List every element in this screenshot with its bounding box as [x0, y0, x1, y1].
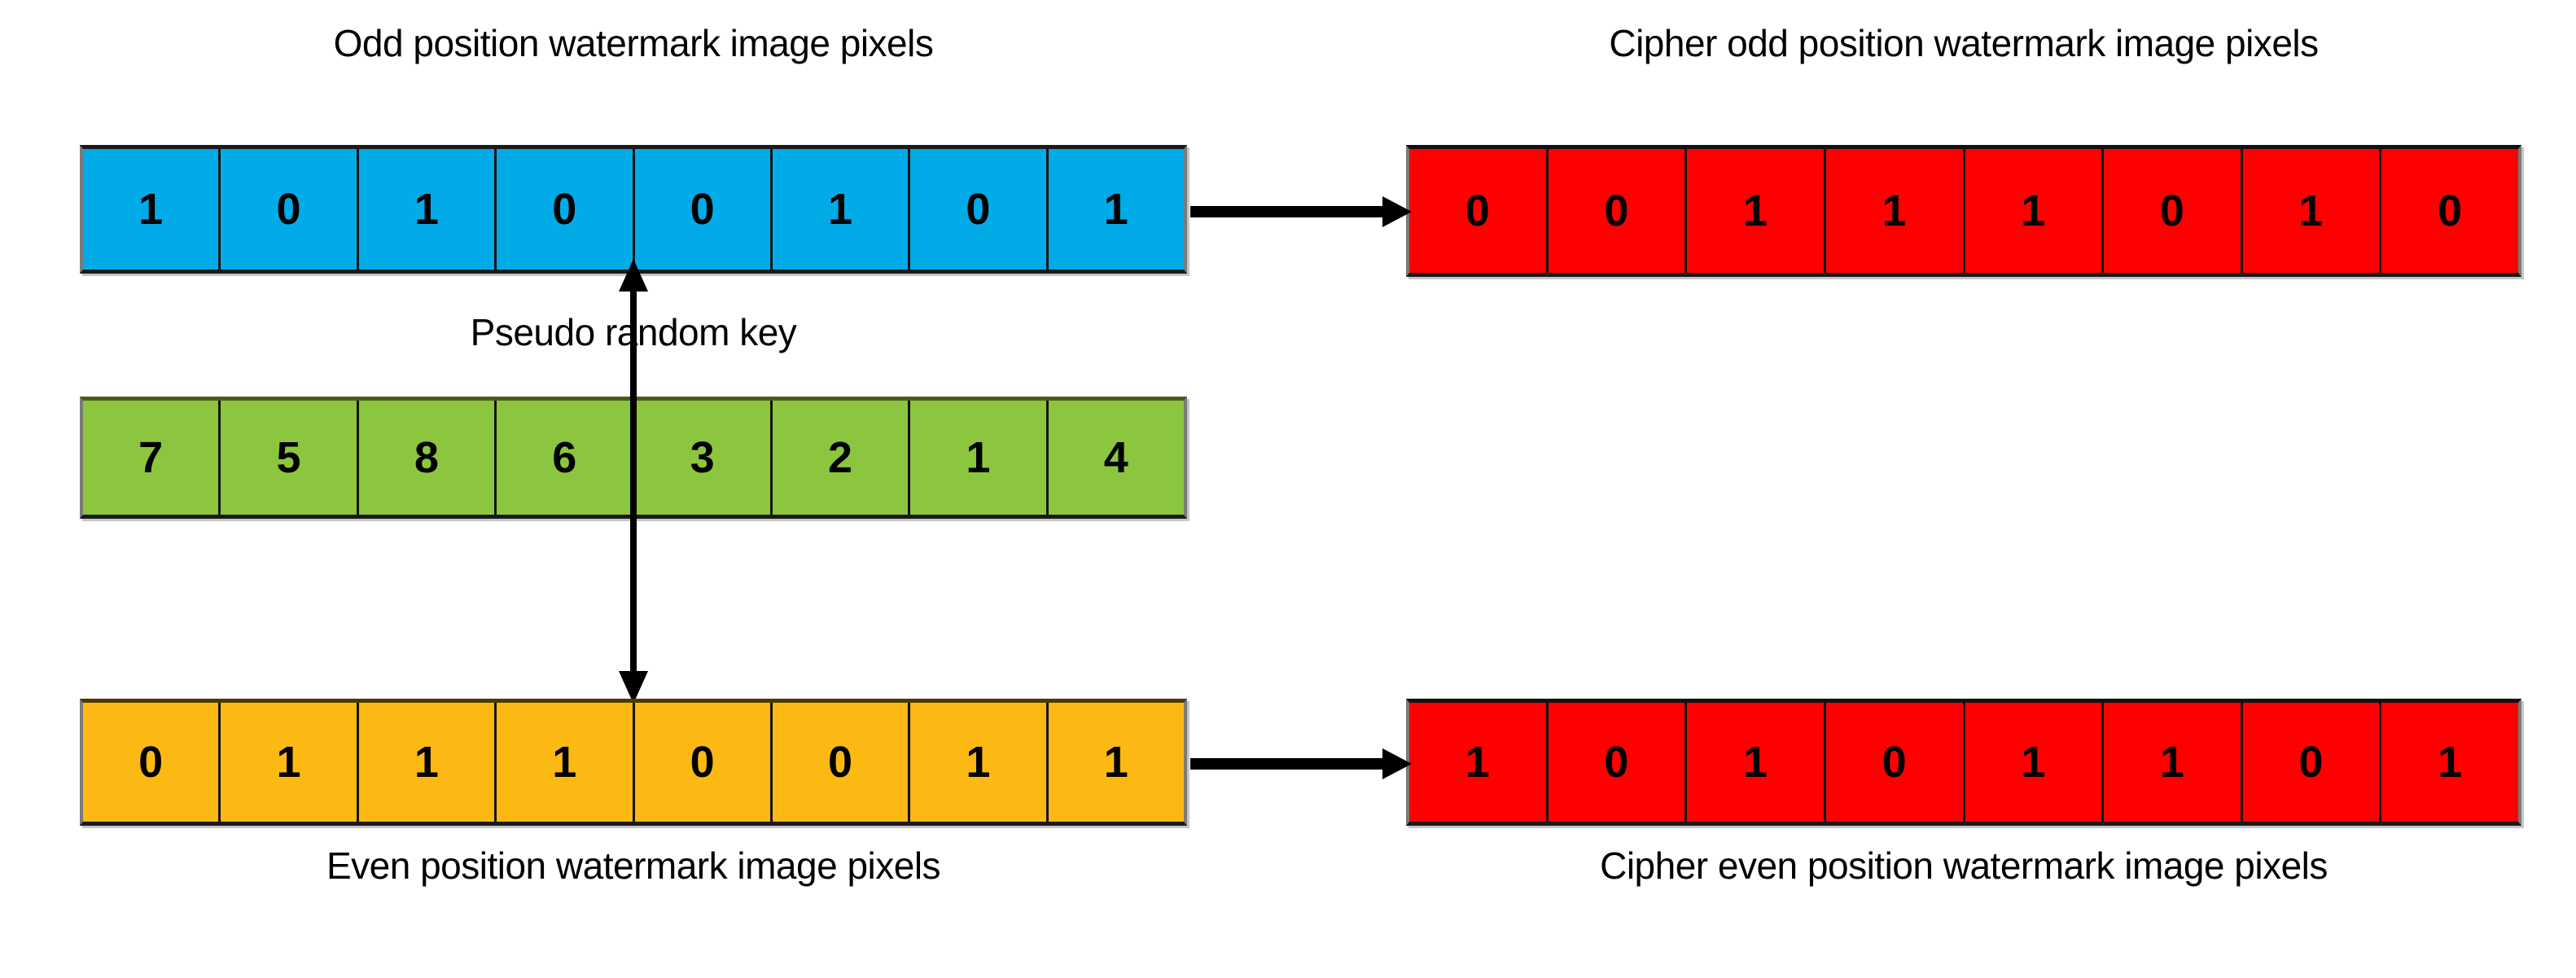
key-cell-1: 5 [221, 401, 359, 515]
odd-cipher-cell-2: 1 [1687, 149, 1826, 273]
odd-cipher-cell-1: 0 [1548, 149, 1688, 273]
odd-cipher-bar: 0 0 1 1 1 0 1 0 [1406, 145, 2521, 277]
even-plain-cell-0: 0 [83, 703, 221, 822]
odd-plain-cell-2: 1 [358, 149, 497, 270]
even-cipher-cell-5: 1 [2104, 703, 2243, 822]
even-plain-cell-4: 0 [634, 703, 773, 822]
even-plain-cell-2: 1 [358, 703, 497, 822]
odd-plain-cell-7: 1 [1048, 149, 1184, 270]
even-cipher-cell-3: 0 [1825, 703, 1965, 822]
key-cell-2: 8 [358, 401, 497, 515]
odd-cipher-cell-7: 0 [2381, 149, 2518, 273]
key-cell-6: 1 [910, 401, 1049, 515]
even-cipher-cell-1: 0 [1548, 703, 1688, 822]
even-plain-cell-1: 1 [221, 703, 359, 822]
even-plain-caption: Even position watermark image pixels [326, 844, 941, 887]
odd-plain-title: Odd position watermark image pixels [333, 22, 934, 64]
even-cipher-cell-6: 0 [2242, 703, 2382, 822]
key-cell-0: 7 [83, 401, 221, 515]
odd-cipher-cell-6: 1 [2242, 149, 2382, 273]
arrow-key-distribution-icon [609, 259, 658, 704]
odd-cipher-title: Cipher odd position watermark image pixe… [1609, 22, 2319, 64]
even-cipher-cell-7: 1 [2381, 703, 2518, 822]
odd-cipher-cell-3: 1 [1825, 149, 1965, 273]
odd-cipher-cell-5: 0 [2104, 149, 2243, 273]
even-cipher-cell-0: 1 [1409, 703, 1549, 822]
even-cipher-cell-2: 1 [1687, 703, 1826, 822]
arrow-odd-plain-to-cipher-icon [1190, 195, 1412, 228]
key-cell-4: 3 [634, 401, 773, 515]
even-cipher-bar: 1 0 1 0 1 1 0 1 [1406, 699, 2521, 826]
odd-plain-cell-4: 0 [634, 149, 773, 270]
arrow-even-plain-to-cipher-icon [1190, 748, 1412, 780]
odd-plain-bar: 1 0 1 0 0 1 0 1 [80, 145, 1187, 274]
even-plain-cell-7: 1 [1048, 703, 1184, 822]
odd-plain-cell-0: 1 [83, 149, 221, 270]
even-plain-cell-6: 1 [910, 703, 1049, 822]
odd-plain-cell-5: 1 [772, 149, 911, 270]
even-plain-cell-5: 0 [772, 703, 911, 822]
key-cell-7: 4 [1048, 401, 1184, 515]
even-plain-cell-3: 1 [497, 703, 635, 822]
odd-cipher-cell-4: 1 [1965, 149, 2105, 273]
odd-plain-cell-6: 0 [910, 149, 1049, 270]
odd-cipher-cell-0: 0 [1409, 149, 1549, 273]
even-plain-bar: 0 1 1 1 0 0 1 1 [80, 699, 1187, 826]
even-cipher-cell-4: 1 [1965, 703, 2105, 822]
even-cipher-caption: Cipher even position watermark image pix… [1600, 844, 2328, 887]
key-cell-5: 2 [772, 401, 911, 515]
odd-plain-cell-1: 0 [221, 149, 359, 270]
odd-plain-cell-3: 0 [497, 149, 635, 270]
